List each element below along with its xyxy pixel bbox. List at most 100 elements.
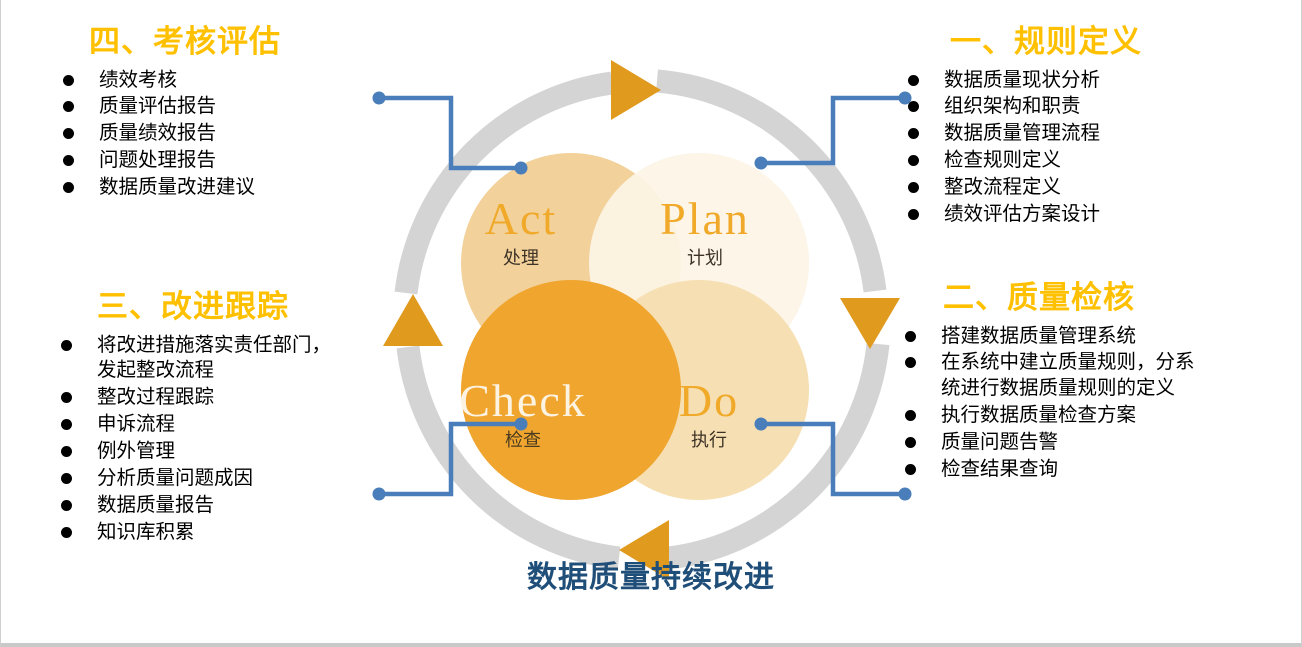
connector-lines [379,95,905,497]
list-item: 分析质量问题成因 [59,466,399,492]
list-item-label: 申诉流程 [97,413,176,436]
connector-act [379,95,521,171]
bullet-dot-icon [61,419,72,431]
bullet-dot-icon [61,446,72,458]
bullet-dot-icon [908,209,919,221]
list-item: 质量绩效报告 [61,121,391,147]
bullet-dot-icon [908,182,919,194]
list-item-label: 检查结果查询 [941,458,1059,481]
bullet-dot-icon [61,392,72,404]
ring-arc-top-left [394,71,614,295]
bullet-dot-icon [63,128,74,140]
list-item: 绩效考核 [61,68,391,94]
list-item-label: 整改过程跟踪 [97,386,215,409]
list-item: 申诉流程 [59,412,399,438]
connector-dot-check-outer [372,487,386,501]
list-item: 执行数据质量检查方案 [903,403,1283,429]
connector-dot-do-outer [898,487,912,501]
list-item: 在系统中建立质量规则，分系 统进行数据质量规则的定义 [903,350,1283,402]
list-item: 例外管理 [59,439,399,465]
list-item-label: 数据质量报告 [97,494,215,517]
bullet-dot-icon [63,182,74,194]
list-item: 整改流程定义 [906,175,1266,201]
bullet-dot-icon [63,74,74,86]
list-item-label: 数据质量现状分析 [944,68,1101,91]
list-item-label: 知识库积累 [97,521,195,543]
list-item-label: 问题处理报告 [99,149,217,172]
list-item: 将改进措施落实责任部门， 发起整改流程 [59,333,399,385]
arrow-top-icon [611,60,661,120]
bullet-dot-icon [61,339,72,351]
connector-dot-do-inner [754,417,768,431]
bullet-dot-icon [908,128,919,140]
ring-arc-bottom-left [396,345,621,570]
cycle-ring [394,69,890,570]
pdca-cycle-diagram: Act 处理 Plan 计划 Check 检查 Do 执行 [369,48,915,594]
list-item: 数据质量改进建议 [61,175,391,201]
cycle-arrows [383,60,900,580]
bullet-dot-icon [905,357,916,369]
list-item: 整改过程跟踪 [59,385,399,411]
connector-dot-plan-outer [898,91,912,105]
bullet-list-improvement-tracking: 将改进措施落实责任部门， 发起整改流程整改过程跟踪申诉流程例外管理分析质量问题成… [59,333,399,546]
connector-check [379,421,521,497]
section-title-quality-check: 二、质量检核 [943,280,1135,315]
list-item: 数据质量管理流程 [906,121,1266,147]
list-item-label: 数据质量改进建议 [99,176,256,199]
list-item-label: 检查规则定义 [944,149,1062,172]
list-item: 知识库积累 [59,520,399,546]
list-item-label: 整改流程定义 [944,176,1062,199]
connector-do [761,421,905,497]
pdca-svg [372,60,912,580]
list-item-label: 分析质量问题成因 [97,467,254,490]
bullet-dot-icon [905,330,916,342]
bullet-dot-icon [61,527,72,538]
bullet-list-quality-check: 搭建数据质量管理系统在系统中建立质量规则，分系 统进行数据质量规则的定义执行数据… [903,324,1283,484]
connector-plan [761,95,905,166]
list-item-label: 将改进措施落实责任部门， 发起整改流程 [97,333,332,382]
connector-dot-act-outer [372,91,386,105]
section-title-improvement-tracking: 三、改进跟踪 [97,289,289,324]
ring-arc-bottom-right [667,342,890,570]
bullet-dot-icon [905,437,916,449]
circle-check [461,280,681,500]
bullet-list-assessment: 绩效考核质量评估报告质量绩效报告问题处理报告数据质量改进建议 [61,68,391,202]
bullet-dot-icon [908,74,919,86]
section-rule-definition: 一、规则定义 数据质量现状分析组织架构和职责数据质量管理流程检查规则定义整改流程… [906,24,1266,229]
list-item: 组织架构和职责 [906,94,1266,120]
diagram-caption: 数据质量持续改进 [527,561,775,594]
section-improvement-tracking: 三、改进跟踪 将改进措施落实责任部门， 发起整改流程整改过程跟踪申诉流程例外管理… [59,289,399,547]
list-item-label: 绩效考核 [99,68,178,91]
bullet-dot-icon [908,101,919,113]
connector-dot-plan-inner [754,156,768,170]
connector-endpoints [372,91,912,501]
list-item: 搭建数据质量管理系统 [903,324,1283,350]
list-item: 数据质量报告 [59,493,399,519]
bullet-dot-icon [61,473,72,485]
quadrant-circles [461,153,809,500]
section-title-rule-definition: 一、规则定义 [950,24,1142,59]
list-item-label: 搭建数据质量管理系统 [941,324,1137,347]
list-item-label: 数据质量管理流程 [944,122,1101,145]
list-item-label: 绩效评估方案设计 [944,203,1101,226]
list-item: 检查规则定义 [906,148,1266,174]
list-item: 数据质量现状分析 [906,68,1266,94]
list-item: 质量评估报告 [61,94,391,120]
connector-dot-act-inner [514,161,528,175]
section-quality-check: 二、质量检核 搭建数据质量管理系统在系统中建立质量规则，分系 统进行数据质量规则… [903,280,1283,484]
list-item-label: 组织架构和职责 [944,95,1081,118]
list-item-label: 质量问题告警 [941,431,1059,454]
connector-dot-check-inner [514,417,528,431]
list-item: 检查结果查询 [903,457,1283,483]
arrow-bottom-icon [619,520,669,580]
arrow-right-icon [840,298,900,349]
list-item: 绩效评估方案设计 [906,202,1266,228]
ring-arc-top-right [656,69,887,293]
bullet-dot-icon [63,101,74,113]
bullet-dot-icon [905,464,916,476]
list-item: 问题处理报告 [61,148,391,174]
bullet-dot-icon [908,155,919,167]
arrow-left-icon [383,294,443,346]
list-item-label: 执行数据质量检查方案 [941,404,1137,427]
section-title-assessment: 四、考核评估 [89,24,281,59]
